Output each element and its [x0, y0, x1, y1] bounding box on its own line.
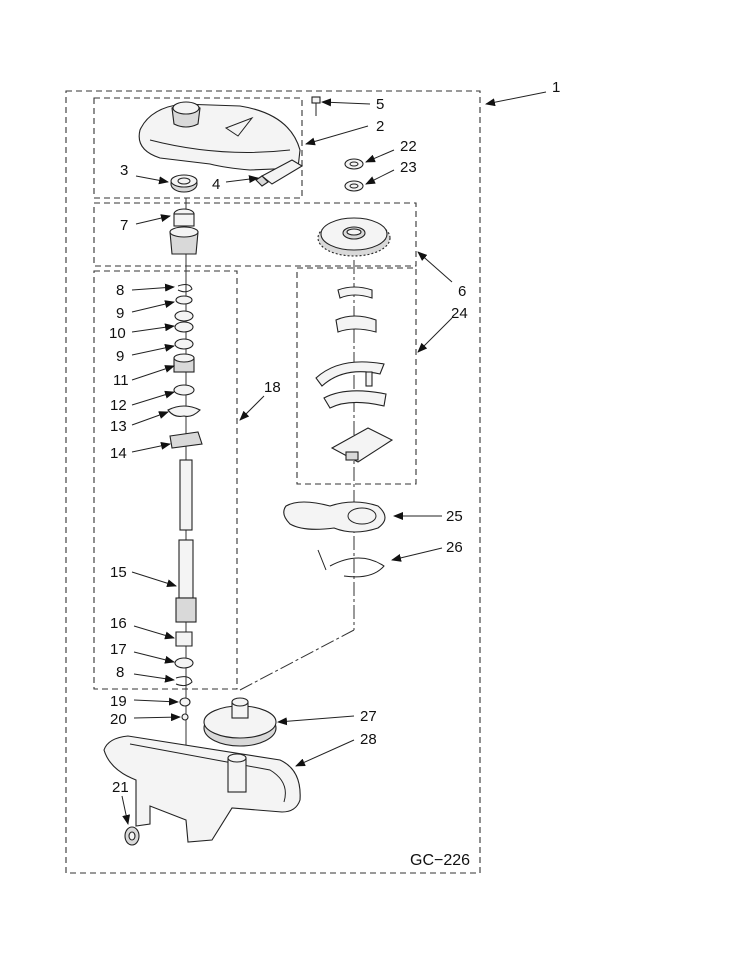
callout-4: 4 [212, 176, 220, 193]
shift-assembly [315, 286, 394, 463]
assembly-axes [185, 198, 355, 800]
callout-22: 22 [400, 138, 417, 155]
lower-small-parts [174, 631, 194, 721]
callout-15: 15 [110, 564, 127, 581]
diagram-code: GC−226 [410, 852, 470, 869]
callout-25: 25 [446, 508, 463, 525]
callout-26: 26 [446, 539, 463, 556]
shaft-small-parts [167, 284, 203, 449]
assembly-boxes [65, 90, 481, 874]
gearcase [103, 735, 301, 843]
callout-23: 23 [400, 159, 417, 176]
callout-3: 3 [120, 162, 128, 179]
callout-27: 27 [360, 708, 377, 725]
callout-6: 6 [458, 283, 466, 300]
drive-gear [317, 217, 391, 257]
sealant-tube [255, 159, 304, 187]
callout-19: 19 [110, 693, 127, 710]
callout-20: 20 [110, 711, 127, 728]
callout-9-lower: 9 [116, 348, 124, 365]
agitate-shaft [175, 459, 197, 623]
thrust-washers [344, 158, 364, 192]
group-24-box [296, 267, 417, 485]
callout-21: 21 [112, 779, 129, 796]
brake-parts [283, 501, 386, 578]
cover-screw [311, 96, 321, 116]
callout-5: 5 [376, 96, 384, 113]
assembly-1-box [65, 90, 481, 874]
pinion [169, 208, 199, 255]
gearcase-cover [138, 101, 301, 171]
callout-8-upper: 8 [116, 282, 124, 299]
callout-8-lower: 8 [116, 664, 124, 681]
cover-group-box [93, 97, 303, 199]
callout-28: 28 [360, 731, 377, 748]
callout-14: 14 [110, 445, 127, 462]
callout-16: 16 [110, 615, 127, 632]
callout-10: 10 [109, 325, 126, 342]
callout-labels: 1 2 3 4 5 6 7 8 9 10 9 11 12 13 14 15 16… [109, 79, 560, 869]
callout-13: 13 [110, 418, 127, 435]
callout-7: 7 [120, 217, 128, 234]
group-6-box [93, 202, 417, 267]
callout-12: 12 [110, 397, 127, 414]
leader-arrows [121, 91, 547, 825]
seal [170, 174, 198, 193]
callout-17: 17 [110, 641, 127, 658]
group-18-box [93, 270, 238, 690]
cam-gear [203, 697, 277, 747]
callout-2: 2 [376, 118, 384, 135]
callout-1: 1 [552, 79, 560, 96]
callout-9-upper: 9 [116, 305, 124, 322]
callout-11: 11 [113, 372, 129, 389]
callout-18: 18 [264, 379, 281, 396]
callout-24: 24 [451, 305, 468, 322]
bottom-seal [124, 826, 140, 846]
